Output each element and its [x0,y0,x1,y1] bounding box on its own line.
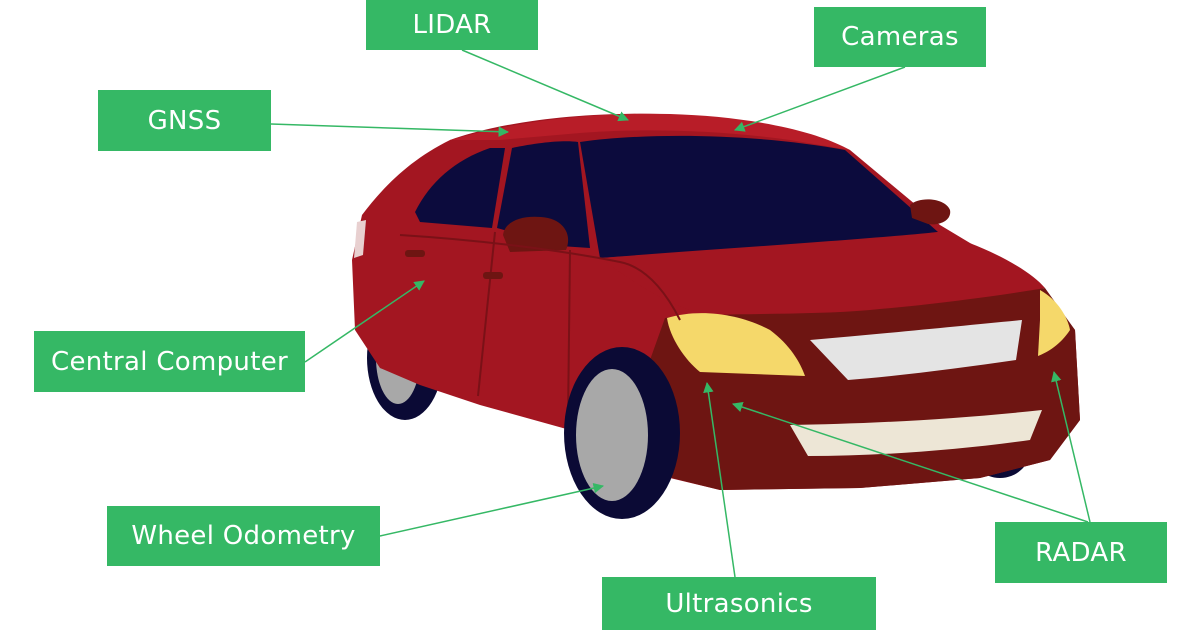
leader-line-wheel [379,482,605,537]
right-mirror [910,199,951,225]
right-headlight [1038,290,1070,356]
windshield [580,135,938,258]
door-line-front [567,249,571,421]
left-mirror [503,216,569,252]
leader-line-cameras [734,66,906,132]
label-gnss: GNSS [98,90,271,151]
label-lidar: LIDAR [366,0,538,50]
grille [810,320,1022,380]
front-door-handle [483,272,503,279]
leader-line-ultrasonics [703,381,736,578]
label-radar: RADAR [995,522,1167,583]
leader-line-radar-1 [732,401,1089,523]
label-wheel-odometry: Wheel Odometry [107,506,380,566]
leader-line-gnss [270,123,510,137]
hood [600,232,1045,315]
roof [450,113,850,150]
leader-line-central [304,280,425,363]
rear-door-handle [405,250,425,257]
rear-side-window [415,148,505,228]
car-illustration [352,113,1080,519]
leader-line-radar-2 [1051,370,1091,523]
label-cameras: Cameras [814,7,986,67]
left-headlight [667,313,805,376]
label-ultrasonics: Ultrasonics [602,577,876,630]
front-near-wheel [564,347,680,519]
leader-lines [270,49,1091,578]
taillight [354,220,366,258]
leader-line-lidar [461,49,629,122]
body-crease [399,234,681,321]
label-central-computer: Central Computer [34,331,305,392]
door-line-rear [477,231,496,397]
